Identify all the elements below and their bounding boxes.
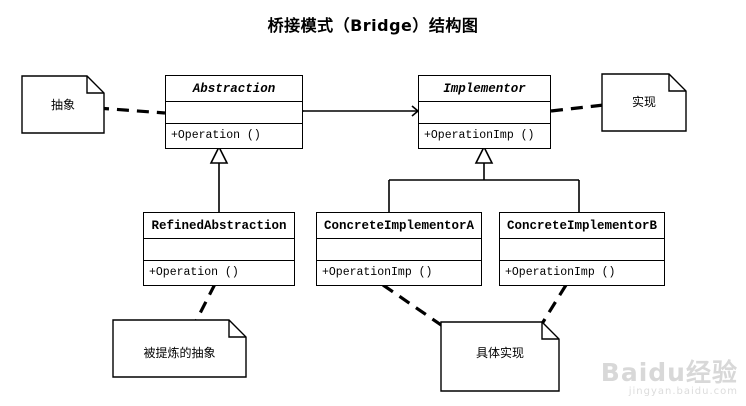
note-shape-refined-abstract bbox=[112, 319, 247, 378]
watermark-sub: jingyan.baidu.com bbox=[628, 386, 738, 397]
class-name-abstraction: Abstraction bbox=[166, 76, 302, 102]
note-refined-abstract: 被提炼的抽象 bbox=[113, 320, 246, 377]
note-link-concrete-implement-a bbox=[382, 283, 445, 329]
note-link-concrete-implement-b bbox=[538, 284, 568, 328]
note-shape-abstract bbox=[21, 75, 105, 134]
note-abstract: 抽象 bbox=[22, 76, 104, 133]
watermark: Baidu经验 jingyan.baidu.com bbox=[601, 360, 738, 398]
class-operations-implementor: +OperationImp () bbox=[424, 129, 535, 142]
note-concrete-implement: 具体实现 bbox=[441, 322, 559, 391]
class-box-abstraction[interactable]: Abstraction +Operation () bbox=[165, 75, 303, 149]
note-link-refined-abstract bbox=[192, 283, 217, 326]
note-abstract-label: 抽象 bbox=[50, 98, 75, 112]
note-refined-abstract-label: 被提炼的抽象 bbox=[143, 346, 216, 360]
class-operations-refined-abstraction: +Operation () bbox=[149, 266, 239, 279]
watermark-main: Baidu经验 bbox=[600, 358, 738, 387]
class-box-concrete-implementor-b[interactable]: ConcreteImplementorB +OperationImp () bbox=[499, 212, 665, 286]
page-title: 桥接模式（Bridge）结构图 bbox=[267, 16, 479, 35]
generalization-refined-to-abstraction bbox=[209, 145, 229, 213]
class-attributes-concrete-implementor-a bbox=[317, 239, 481, 261]
class-operations-abstraction: +Operation () bbox=[171, 129, 261, 142]
note-link-abstract bbox=[96, 106, 166, 115]
class-attributes-implementor bbox=[419, 102, 550, 124]
class-attributes-refined-abstraction bbox=[144, 239, 294, 261]
note-shape-implement bbox=[601, 73, 687, 132]
class-box-implementor[interactable]: Implementor +OperationImp () bbox=[418, 75, 551, 149]
note-shape-concrete-implement bbox=[440, 321, 560, 392]
class-name-refined-abstraction: RefinedAbstraction bbox=[144, 213, 294, 239]
note-implement: 实现 bbox=[602, 74, 686, 131]
note-link-implement bbox=[550, 103, 605, 113]
note-concrete-implement-label: 具体实现 bbox=[475, 346, 524, 360]
class-attributes-abstraction bbox=[166, 102, 302, 124]
aggregation-abstraction-implementor bbox=[281, 105, 420, 117]
generalization-concrete-to-implementor bbox=[388, 145, 580, 213]
class-operations-concrete-implementor-b: +OperationImp () bbox=[505, 266, 616, 279]
class-box-concrete-implementor-a[interactable]: ConcreteImplementorA +OperationImp () bbox=[316, 212, 482, 286]
class-box-refined-abstraction[interactable]: RefinedAbstraction +Operation () bbox=[143, 212, 295, 286]
class-name-implementor: Implementor bbox=[419, 76, 550, 102]
class-attributes-concrete-implementor-b bbox=[500, 239, 664, 261]
class-operations-concrete-implementor-a: +OperationImp () bbox=[322, 266, 433, 279]
class-name-concrete-implementor-a: ConcreteImplementorA bbox=[317, 213, 481, 239]
class-name-concrete-implementor-b: ConcreteImplementorB bbox=[500, 213, 664, 239]
note-implement-label: 实现 bbox=[631, 95, 656, 109]
